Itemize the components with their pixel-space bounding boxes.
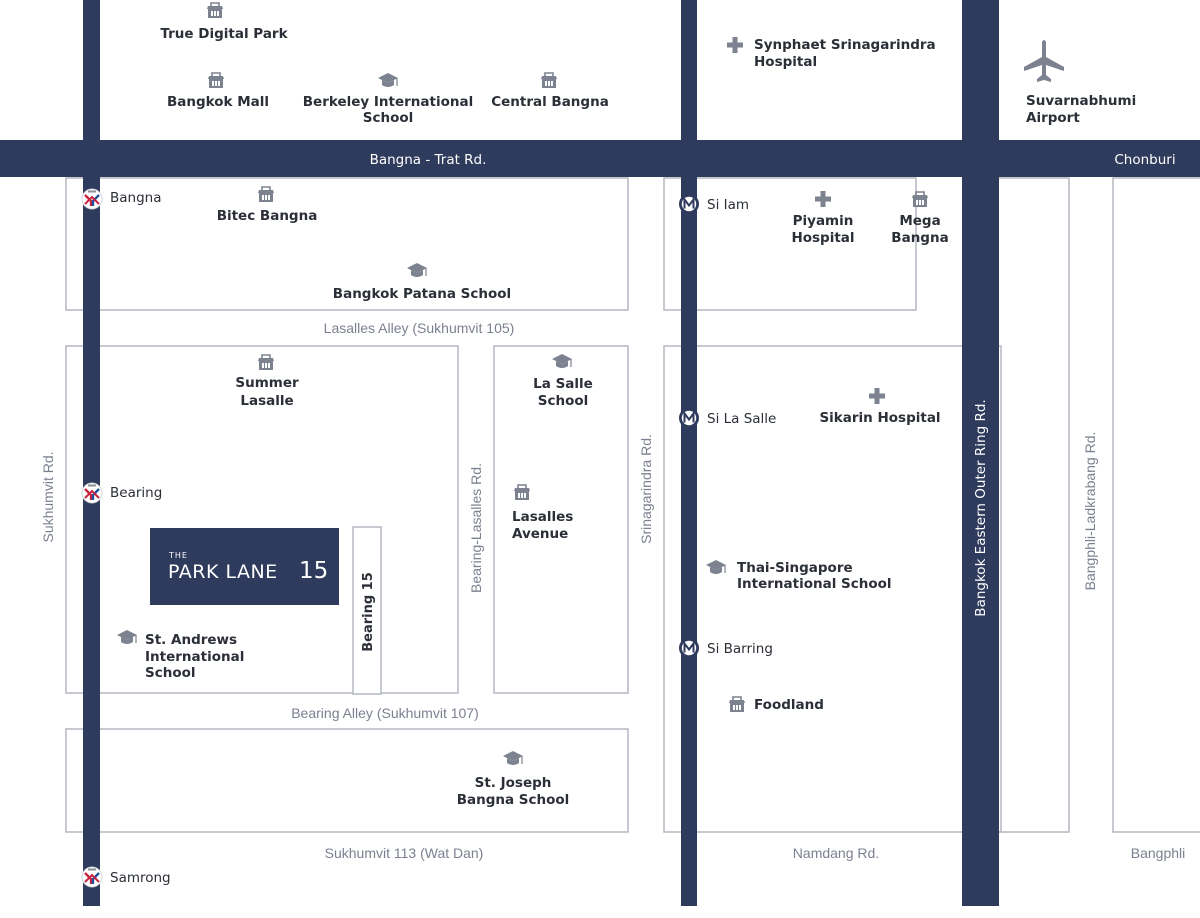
poi-berkeley-line1: Berkeley International — [303, 94, 473, 110]
block-bitec — [65, 177, 629, 311]
hospital-icon — [815, 191, 831, 207]
sukhumvit-road — [83, 0, 100, 906]
station-bearing-label: Bearing — [110, 485, 162, 501]
mall-icon — [540, 72, 558, 89]
logo-the: THE — [168, 551, 188, 560]
poi-piyamin-line2: Hospital — [791, 230, 854, 246]
bangna-trat-label: Bangna - Trat Rd. — [370, 152, 487, 168]
school-icon — [406, 262, 428, 278]
poi-airport-line2: Airport — [1026, 110, 1080, 126]
block-summer-lasalle — [65, 345, 459, 694]
station-si-barring-label: Si Barring — [707, 641, 773, 657]
park-lane-15-logo: THE PARK LANE 15 — [150, 528, 339, 605]
hospital-icon — [727, 37, 743, 53]
poi-lasalles-avenue-line2: Avenue — [512, 526, 568, 542]
bts-icon — [80, 187, 104, 211]
poi-synphaet-line2: Hospital — [754, 54, 817, 70]
logo-number: 15 — [299, 558, 328, 584]
poi-lasalle-school-line2: School — [538, 393, 589, 409]
poi-sikarin: Sikarin Hospital — [819, 410, 940, 426]
poi-central-bangna: Central Bangna — [491, 94, 609, 110]
poi-patana: Bangkok Patana School — [333, 286, 511, 302]
station-si-iam-label: Si Iam — [707, 197, 749, 213]
poi-bangkok-mall: Bangkok Mall — [167, 94, 269, 110]
airplane-icon — [1024, 40, 1064, 82]
block-st-joseph — [65, 728, 629, 833]
lasalles-alley-label: Lasalles Alley (Sukhumvit 105) — [324, 320, 515, 336]
bangna-trat-road — [0, 140, 1200, 177]
poi-piyamin-line1: Piyamin — [793, 213, 854, 229]
logo-name: PARK LANE — [168, 561, 278, 583]
block-bangphli-east — [1112, 177, 1200, 833]
srinagarindra-road — [681, 0, 697, 906]
school-icon — [377, 72, 399, 88]
metro-icon — [678, 637, 700, 659]
school-icon — [502, 750, 524, 766]
block-srinagarindra-south — [663, 345, 1002, 833]
poi-mega-line1: Mega — [899, 213, 940, 229]
bearing-alley-label: Bearing Alley (Sukhumvit 107) — [291, 705, 479, 721]
mall-icon — [206, 2, 224, 19]
sukhumvit-113-label: Sukhumvit 113 (Wat Dan) — [325, 845, 484, 861]
sukhumvit-label: Sukhumvit Rd. — [40, 451, 56, 542]
bts-icon — [80, 865, 104, 889]
school-icon — [551, 353, 573, 369]
poi-summer-line1: Summer — [235, 375, 299, 391]
block-outer-ring-east — [999, 177, 1070, 833]
school-icon — [116, 629, 138, 645]
poi-lasalles-avenue-line1: Lasalles — [512, 509, 573, 525]
mall-icon — [257, 186, 275, 203]
outer-ring-label: Bangkok Eastern Outer Ring Rd. — [973, 399, 989, 616]
poi-lasalle-school-line1: La Salle — [533, 376, 593, 392]
mall-icon — [911, 191, 929, 208]
bangphli-label: Bangphli — [1131, 845, 1186, 861]
block-lasalle-school — [493, 345, 629, 694]
bearing-15-road — [352, 526, 382, 695]
outer-ring-road — [962, 0, 999, 906]
bearing-15-label: Bearing 15 — [361, 572, 376, 652]
metro-icon — [678, 407, 700, 429]
poi-bitec: Bitec Bangna — [217, 208, 318, 224]
bearing-lasalles-label: Bearing-Lasalles Rd. — [468, 463, 484, 593]
mall-icon — [207, 72, 225, 89]
poi-st-joseph-line1: St. Joseph — [475, 775, 552, 791]
poi-st-andrews-line3: School — [145, 665, 196, 681]
chonburi-label: Chonburi — [1114, 152, 1175, 168]
poi-airport-line1: Suvarnabhumi — [1026, 93, 1136, 109]
poi-berkeley-line2: School — [363, 110, 414, 126]
namdang-label: Namdang Rd. — [793, 845, 879, 861]
poi-thai-singapore-line2: International School — [737, 576, 892, 592]
mall-icon — [728, 696, 746, 713]
hospital-icon — [869, 388, 885, 404]
poi-st-andrews-line2: International — [145, 649, 244, 665]
school-icon — [705, 559, 727, 575]
station-si-la-salle-label: Si La Salle — [707, 411, 776, 427]
poi-st-andrews-line1: St. Andrews — [145, 632, 237, 648]
poi-synphaet-line1: Synphaet Srinagarindra — [754, 37, 936, 53]
poi-mega-line2: Bangna — [891, 230, 948, 246]
mall-icon — [257, 354, 275, 371]
station-bangna-label: Bangna — [110, 190, 162, 206]
metro-icon — [678, 193, 700, 215]
poi-true-digital-park: True Digital Park — [160, 26, 288, 42]
poi-thai-singapore-line1: Thai-Singapore — [737, 560, 853, 576]
poi-foodland: Foodland — [754, 697, 824, 713]
block-srinagarindra-north — [663, 177, 917, 311]
city-blocks — [65, 177, 1200, 833]
bts-icon — [80, 481, 104, 505]
mall-icon — [513, 484, 531, 501]
poi-st-joseph-line2: Bangna School — [457, 792, 570, 808]
srinagarindra-label: Srinagarindra Rd. — [638, 434, 654, 544]
poi-summer-line2: Lasalle — [240, 393, 293, 409]
bangphli-ladkrabang-label: Bangphli-Ladkrabang Rd. — [1082, 432, 1098, 591]
station-samrong-label: Samrong — [110, 870, 171, 886]
